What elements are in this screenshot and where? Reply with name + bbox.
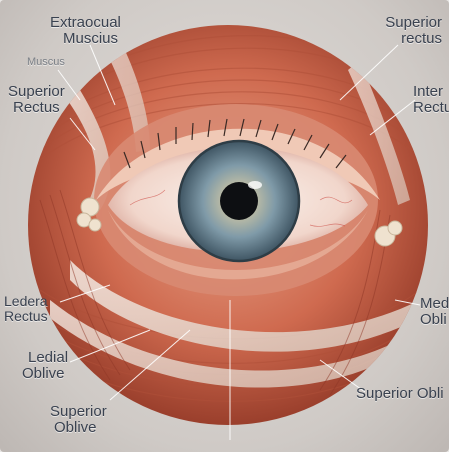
label-line: Muscius [63,29,119,47]
label-line: Med [420,295,449,312]
leader-lines [57,44,421,440]
label-extraocular-muscles: Extraocual Muscius [50,15,121,47]
label-line: Muscus [27,56,65,68]
label-muscus: Muscus [27,56,65,69]
label-line: Superior [8,83,65,100]
eyelashes [123,118,347,169]
label-line: Oblive [22,364,65,382]
label-inter-rectus: Inter Rectu [413,84,449,116]
label-line: Rectus [4,307,48,324]
label-superior-rectus-right: Superior rectus [370,15,442,47]
label-line: Ledera [4,293,48,309]
label-line: Superior [50,403,107,420]
label-line: Obli [420,310,447,328]
label-line: Inter [413,83,444,100]
label-ledial-oblive: Ledial Oblive [22,350,68,382]
label-line: Ledial [28,349,69,366]
label-line: Extraocual [50,14,121,31]
pupil [220,182,258,220]
label-line: Rectus [13,98,60,116]
label-superior-obli: Superior Obli [356,386,444,402]
label-line: rectus [401,29,442,47]
label-line: Oblive [54,418,97,436]
label-line: Superior [385,14,442,31]
label-ledera-rectus: Ledera Rectus [4,294,48,323]
label-superior-rectus-left: Superior Rectus [8,84,65,116]
label-medial-oblique: Med Obli [420,296,449,328]
label-line: Superior Obli [356,385,444,402]
label-superior-oblive-bottom: Superior Oblive [50,404,107,436]
label-line: Rectu [413,98,449,116]
